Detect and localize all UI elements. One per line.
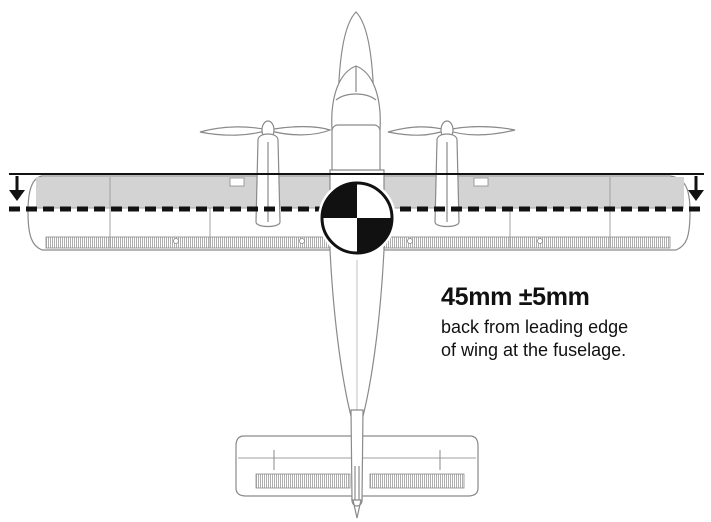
- cg-measurement-callout: 45mm ±5mm back from leading edge of wing…: [441, 282, 628, 362]
- fuselage-nose: [331, 11, 381, 176]
- engine-nacelles: [255, 133, 460, 228]
- cg-measurement-description: back from leading edge of wing at the fu…: [441, 316, 628, 362]
- cg-marker-icon: [318, 179, 396, 257]
- left-propeller: [199, 120, 332, 140]
- cg-measurement-value: 45mm ±5mm: [441, 283, 590, 311]
- cg-description-line-1: back from leading edge: [441, 317, 629, 337]
- cg-description-line-2: of wing at the fuselage.: [441, 340, 627, 360]
- vertical-tail: [350, 409, 364, 519]
- down-arrow-icon: [688, 176, 704, 201]
- down-arrow-icon: [9, 176, 25, 201]
